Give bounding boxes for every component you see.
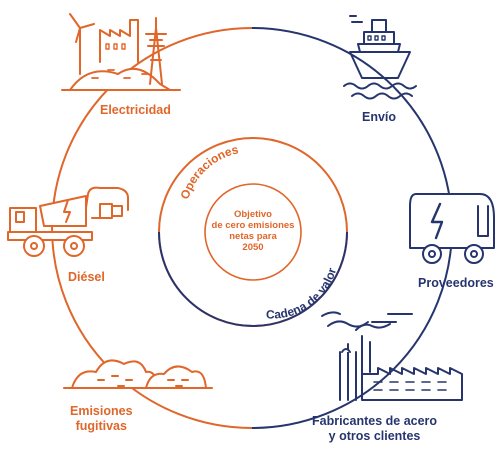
label-fugitive-emissions: Emisiones fugitivas — [70, 404, 133, 434]
center-goal-text: Objetivo de cero emisiones netas para 20… — [205, 209, 301, 253]
label-shipping: Envío — [362, 110, 397, 124]
diesel-truck-icon — [7, 186, 129, 257]
value-chain-ring — [158, 231, 348, 327]
operations-label: Operaciones — [177, 142, 240, 201]
center-line-4: 2050 — [242, 242, 264, 253]
label-electricity: Electricidad — [100, 103, 171, 117]
label-steel-makers: Fabricantes de acero y otros clientes — [312, 414, 437, 444]
center-line-3: netas para — [229, 231, 277, 242]
electric-van-icon — [409, 193, 495, 264]
emissions-mounds-icon — [63, 359, 213, 389]
steel-factory-icon — [321, 311, 463, 401]
label-suppliers: Proveedores — [418, 276, 494, 290]
ship-icon — [343, 15, 417, 100]
center-circle — [204, 183, 302, 281]
center-line-1: Objetivo — [233, 209, 272, 220]
label-steel-line-1: Fabricantes de acero — [312, 414, 438, 428]
label-diesel: Diésel — [68, 270, 105, 284]
label-fugitive-line-2: fugitivas — [75, 419, 127, 433]
label-steel-line-2: y otros clientes — [328, 429, 421, 443]
label-fugitive-line-1: Emisiones — [70, 404, 133, 418]
electricity-icon — [61, 13, 181, 91]
center-line-2: de cero emisiones — [211, 220, 295, 231]
